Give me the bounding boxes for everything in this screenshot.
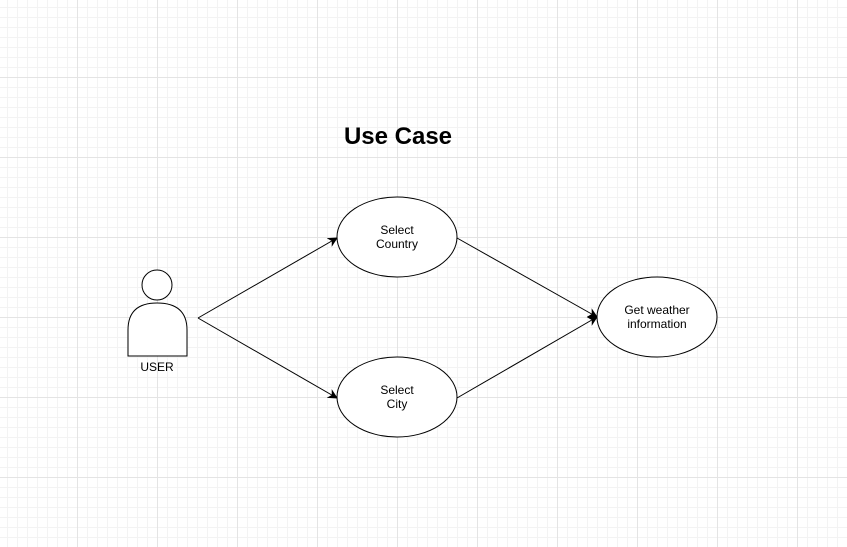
use-case-label-line: Select <box>380 383 414 397</box>
connector-select-city-to-get-weather[interactable] <box>456 316 598 399</box>
connector-user-to-select-country[interactable] <box>197 237 338 319</box>
use-case-get-weather-information[interactable] <box>596 276 718 358</box>
use-case-select-city[interactable] <box>336 356 458 438</box>
actor-label: USER <box>140 360 174 374</box>
use-case-label-line: City <box>386 397 408 411</box>
use-case-label-select-city: Select City <box>337 357 457 437</box>
connector-user-to-select-city[interactable] <box>197 317 338 399</box>
connector-select-country-to-get-weather[interactable] <box>456 237 598 318</box>
actor-body <box>127 302 188 357</box>
use-case-select-country[interactable] <box>336 196 458 278</box>
actor-user[interactable] <box>127 269 188 357</box>
actor-head <box>141 269 173 301</box>
diagram-title: Use Case <box>343 123 453 150</box>
use-case-label-line: Country <box>375 237 419 251</box>
use-case-label-select-country: Select Country <box>337 197 457 277</box>
use-case-label-get-weather-information: Get weather information <box>597 277 717 357</box>
use-case-label-line: Get weather <box>624 303 690 317</box>
use-case-label-line: Select <box>380 223 414 237</box>
use-case-label-line: information <box>627 317 687 331</box>
